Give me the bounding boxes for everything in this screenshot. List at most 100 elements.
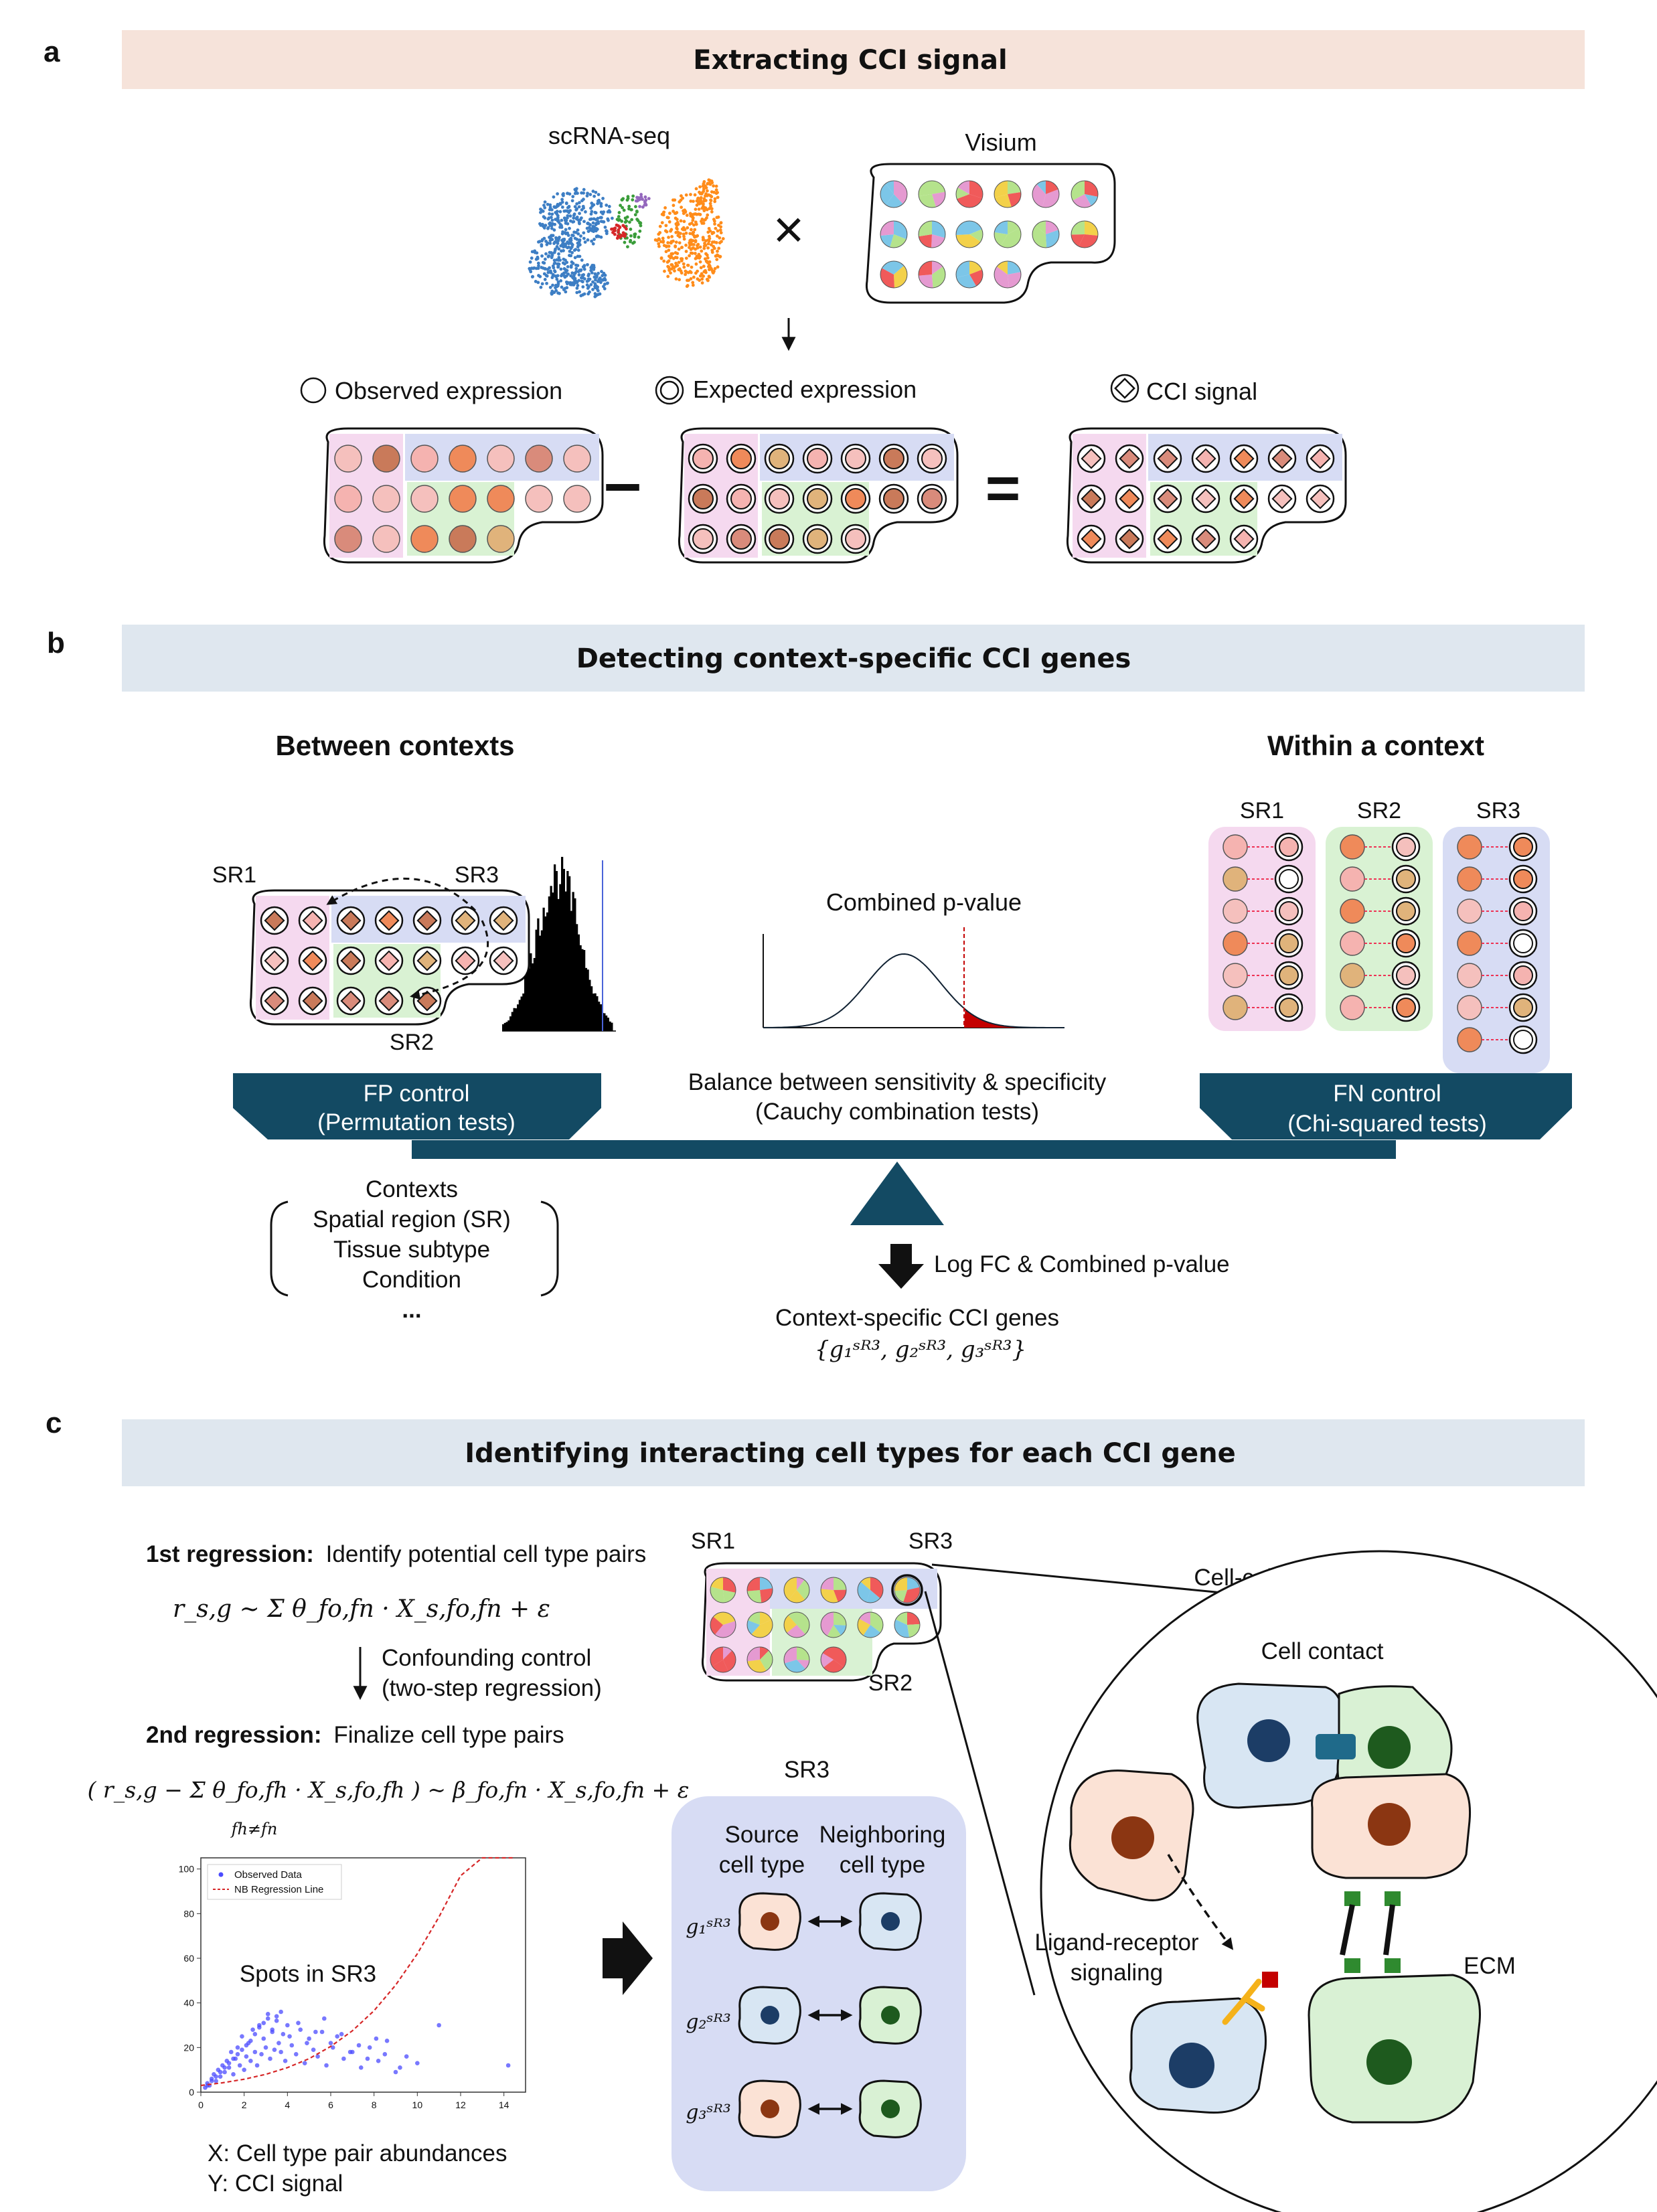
scatter-point bbox=[274, 2019, 279, 2023]
scatter-point bbox=[311, 2047, 316, 2052]
umap-orange-point bbox=[719, 231, 723, 235]
umap-orange-point bbox=[705, 189, 709, 193]
neighbor-cell-nucleus bbox=[881, 1912, 900, 1931]
umap-orange-point bbox=[674, 240, 678, 244]
contexts-item-3: Condition bbox=[362, 1267, 461, 1293]
observed-spot bbox=[525, 445, 553, 473]
umap-orange-point bbox=[660, 221, 664, 225]
umap-orange-point bbox=[708, 260, 712, 264]
contexts-item-1: Spatial region (SR) bbox=[313, 1206, 511, 1233]
umap-orange-point bbox=[694, 212, 698, 216]
dashed-arrow-sr3-to-sr2 bbox=[410, 920, 489, 1000]
umap-orange-point bbox=[667, 268, 672, 272]
umap-blue-point bbox=[596, 289, 600, 293]
gene-label-3: g₃ˢᴿ³ bbox=[686, 2101, 731, 2124]
umap-green-point bbox=[629, 228, 633, 231]
umap-purple-point bbox=[643, 200, 647, 204]
umap-orange-point bbox=[692, 223, 696, 227]
umap-blue-point bbox=[580, 280, 584, 284]
tissue-c-spot bbox=[710, 1577, 736, 1603]
umap-orange-point bbox=[707, 264, 710, 268]
umap-blue-point bbox=[542, 215, 546, 219]
umap-blue-point bbox=[543, 278, 547, 281]
umap-blue-point bbox=[566, 191, 569, 195]
umap-blue-point bbox=[550, 289, 554, 293]
umap-orange-point bbox=[698, 245, 702, 249]
ecm-block bbox=[1344, 1958, 1360, 1973]
umap-orange-point bbox=[665, 230, 669, 234]
x-tick-label: 12 bbox=[455, 2100, 466, 2110]
umap-orange-point bbox=[674, 245, 678, 248]
umap-green-point bbox=[615, 218, 619, 222]
umap-orange-point bbox=[699, 198, 702, 202]
umap-orange-point bbox=[684, 272, 688, 276]
umap-red-point bbox=[621, 224, 625, 228]
umap-blue-point bbox=[543, 200, 547, 204]
between-sr3-label: SR3 bbox=[455, 862, 499, 888]
umap-blue-point bbox=[576, 245, 580, 249]
umap-blue-point bbox=[572, 283, 576, 287]
umap-blue-point bbox=[554, 274, 558, 278]
umap-orange-point bbox=[671, 264, 675, 268]
umap-orange-point bbox=[709, 204, 713, 208]
spots-label: Spots in SR3 bbox=[240, 1961, 376, 1987]
umap-blue-point bbox=[545, 281, 548, 285]
panel-a-banner bbox=[122, 30, 1585, 89]
umap-blue-point bbox=[564, 258, 567, 262]
umap-blue-point bbox=[569, 274, 573, 278]
umap-blue-point bbox=[588, 223, 593, 227]
umap-blue-point bbox=[605, 204, 609, 207]
umap-orange-point bbox=[700, 202, 704, 205]
umap-orange-point bbox=[669, 254, 674, 258]
scatter-point bbox=[404, 2054, 409, 2059]
umap-blue-point bbox=[605, 229, 609, 233]
scatter-point bbox=[214, 2079, 218, 2083]
umap-blue-point bbox=[582, 236, 586, 240]
scatter-point bbox=[285, 2023, 290, 2028]
umap-blue-point bbox=[537, 274, 540, 277]
umap-blue-point bbox=[552, 242, 556, 245]
umap-blue-point bbox=[591, 189, 595, 193]
scatter-point bbox=[261, 2021, 266, 2025]
highlighted-spot bbox=[891, 1574, 923, 1606]
umap-blue-point bbox=[550, 292, 554, 296]
within-observed-spot bbox=[1222, 931, 1248, 956]
scatter-point bbox=[261, 2036, 266, 2041]
umap-orange-point bbox=[696, 202, 700, 206]
umap-blue-point bbox=[566, 214, 570, 218]
umap-orange-point bbox=[707, 226, 711, 230]
umap-blue-point bbox=[591, 221, 595, 225]
scatter-point bbox=[270, 2027, 275, 2032]
umap-orange-point bbox=[679, 257, 683, 260]
histogram-bar bbox=[550, 886, 552, 1031]
histogram-bar bbox=[609, 1021, 611, 1031]
histogram-bar bbox=[562, 868, 565, 1031]
scatter-point bbox=[231, 2072, 236, 2077]
scatter-point bbox=[356, 2043, 362, 2048]
umap-orange-point bbox=[712, 218, 716, 222]
cci-circle-contents bbox=[1069, 1682, 1481, 2124]
histogram-bar bbox=[568, 876, 571, 1031]
scatter-point bbox=[307, 2036, 311, 2041]
umap-orange-point bbox=[698, 254, 702, 258]
umap-orange-point bbox=[704, 252, 708, 256]
umap-orange-point bbox=[693, 252, 697, 255]
histogram-bar bbox=[605, 1015, 608, 1031]
y-caption: Y: CCI signal bbox=[208, 2170, 343, 2197]
umap-blue-point bbox=[574, 248, 578, 252]
umap-blue-point bbox=[556, 265, 560, 268]
umap-orange-point bbox=[716, 215, 720, 219]
ecm-cell-bottom-nucleus bbox=[1366, 2039, 1412, 2085]
umap-blue-point bbox=[548, 206, 552, 210]
histogram-bar bbox=[542, 907, 545, 1031]
tissue-c-spot bbox=[746, 1577, 773, 1603]
umap-blue-point bbox=[557, 247, 561, 251]
fp-control-line2: (Permutation tests) bbox=[317, 1109, 516, 1135]
umap-orange-point bbox=[679, 194, 683, 198]
scatter-point bbox=[235, 2045, 240, 2050]
umap-blue-point bbox=[585, 226, 589, 230]
umap-blue-point bbox=[546, 202, 550, 206]
zoom-line-bottom bbox=[924, 1591, 1036, 1996]
y-tick-label: 80 bbox=[183, 1908, 194, 1919]
umap-blue-point bbox=[573, 256, 577, 260]
